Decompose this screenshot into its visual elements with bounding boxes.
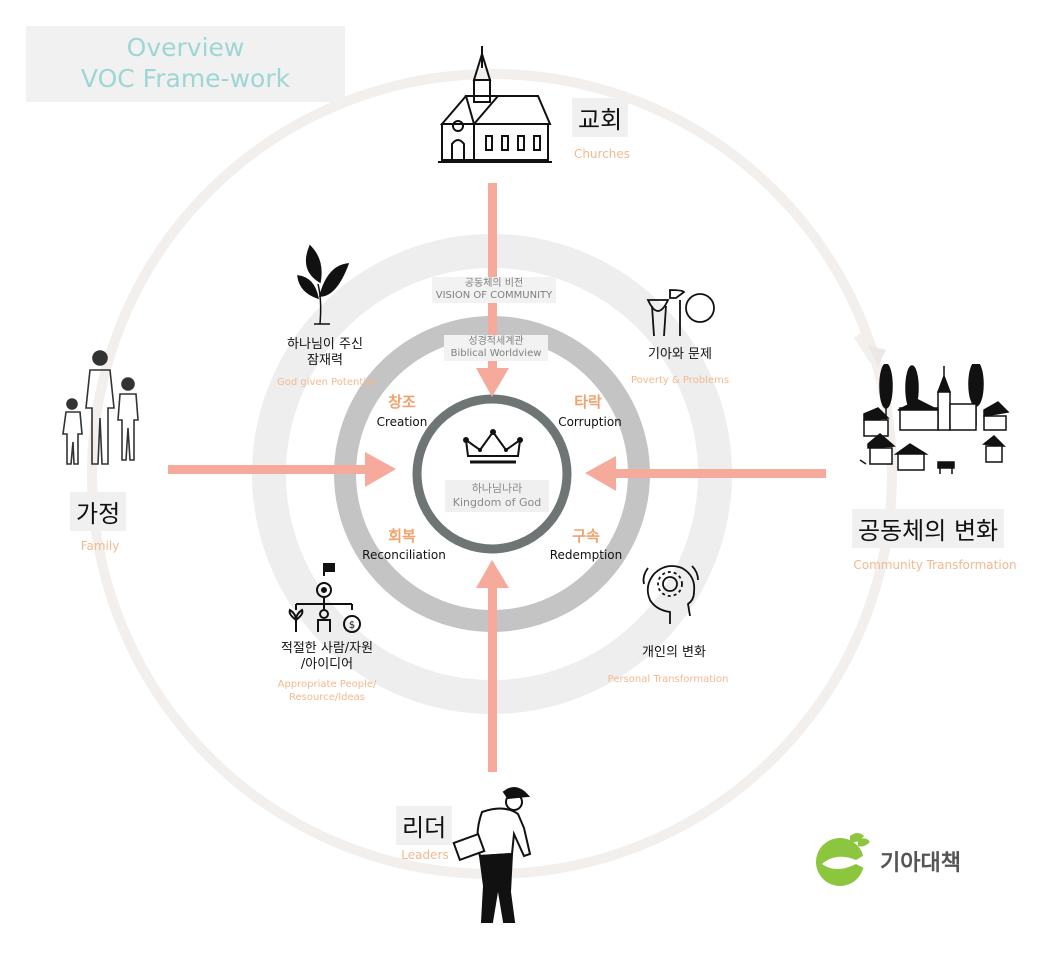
diagram-title: Overview VOC Frame-work	[26, 26, 345, 102]
kingdom-of-god-label: 하나님나라 Kingdom of God	[445, 480, 549, 512]
resources-icon: $	[288, 563, 361, 633]
redemption-label-ko: 구속	[572, 527, 600, 545]
bowls-icon	[646, 289, 715, 337]
arrow-right-shaft	[612, 469, 826, 478]
reconciliation-label-ko: 회복	[388, 527, 416, 545]
family-icon	[62, 350, 139, 465]
arrow-bottom-shaft	[488, 582, 497, 772]
arrow-left-shaft	[168, 465, 368, 474]
redemption-label-en: Redemption	[549, 548, 623, 562]
kingdom-label-ko: 하나님나라	[471, 482, 523, 495]
worldview-label-ko: 성경적세계관	[468, 336, 524, 347]
creation-label-ko: 창조	[388, 393, 416, 411]
churches-label-ko: 교회	[572, 98, 629, 137]
corruption-label-ko: 타락	[574, 393, 602, 411]
vision-label-ko: 공동체의 비전	[464, 278, 524, 289]
arrow-top-head	[476, 368, 509, 397]
potential-label-ko-line2: 잠재력	[307, 353, 343, 368]
logo-text: 기아대책	[880, 851, 961, 876]
potential-label-ko: 하나님이 주신 잠재력	[270, 337, 380, 369]
outer-ring-arrowhead	[868, 345, 886, 366]
potential-label-en: God given Potential	[277, 377, 375, 388]
logo-fish-icon	[816, 833, 870, 886]
corruption-label-en: Corruption	[558, 415, 622, 429]
potential-label-ko-line1: 하나님이 주신	[287, 337, 363, 352]
resources-label-ko-line2: /아이디어	[300, 657, 354, 672]
resources-label-ko: 적절한 사람/자원 /아이디어	[262, 641, 392, 673]
village-icon	[859, 364, 1010, 474]
community-label-ko: 공동체의 변화	[852, 509, 1005, 548]
family-label-ko: 가정	[70, 492, 127, 531]
personal-label-ko: 개인의 변화	[642, 645, 706, 660]
church-icon	[438, 46, 552, 163]
head-gear-icon	[642, 565, 699, 624]
kingdom-label-en: Kingdom of God	[452, 496, 542, 509]
vision-of-community-label: 공동체의 비전 VISION OF COMMUNITY	[432, 277, 556, 303]
leader-icon	[452, 787, 532, 923]
poverty-label-ko: 기아와 문제	[648, 347, 712, 362]
biblical-worldview-label: 성경적세계관 Biblical Worldview	[444, 335, 548, 361]
crown-icon	[463, 429, 523, 464]
svg-text:$: $	[349, 620, 355, 631]
arrow-left-head	[365, 452, 396, 487]
churches-label-en: Churches	[573, 147, 631, 161]
arrow-right-head	[585, 456, 616, 491]
reconciliation-label-en: Reconciliation	[362, 548, 446, 562]
resources-label-en-line1: Appropriate People/	[277, 679, 377, 690]
arrow-bottom-head	[476, 560, 509, 588]
leaders-label-ko: 리더	[396, 806, 453, 845]
family-label-en: Family	[80, 539, 120, 553]
title-line-1: Overview	[126, 33, 245, 62]
vision-label-en: VISION OF COMMUNITY	[435, 290, 553, 301]
worldview-label-en: Biblical Worldview	[450, 348, 542, 359]
personal-label-en: Personal Transformation	[607, 674, 729, 685]
resources-label-en-line2: Resource/Ideas	[288, 692, 365, 703]
creation-label-en: Creation	[376, 415, 428, 429]
leaders-label-en: Leaders	[401, 848, 449, 862]
poverty-label-en: Poverty & Problems	[630, 375, 730, 386]
community-label-en: Community Transformation	[853, 558, 1017, 572]
resources-label-ko-line1: 적절한 사람/자원	[280, 641, 374, 656]
resources-label-en: Appropriate People/ Resource/Ideas	[262, 678, 392, 704]
title-line-2: VOC Frame-work	[80, 64, 291, 93]
sprout-icon	[297, 244, 350, 325]
